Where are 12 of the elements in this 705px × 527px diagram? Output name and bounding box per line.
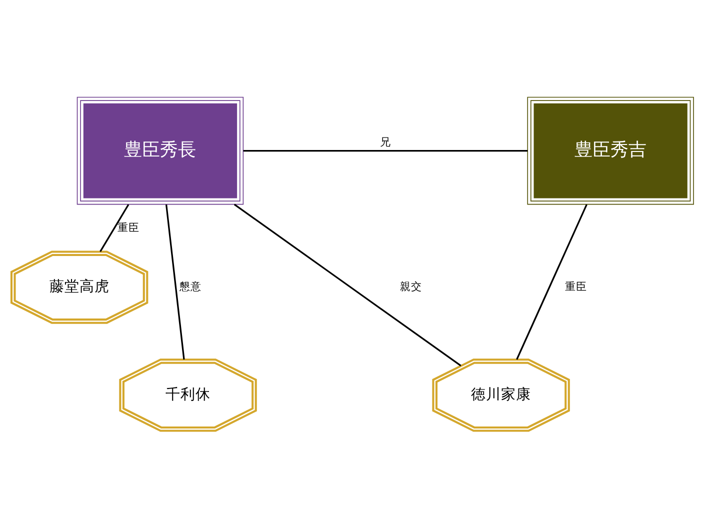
node-box: 豊臣秀吉	[527, 96, 694, 204]
edge-label: 重臣	[565, 280, 588, 293]
edge-label: 懇意	[179, 280, 202, 293]
edge-label: 兄	[380, 134, 391, 148]
connector	[516, 204, 588, 360]
connector	[165, 204, 185, 360]
node-box: 豊臣秀長	[76, 96, 244, 204]
edge-label: 親交	[400, 280, 422, 293]
connector	[100, 204, 130, 252]
connector	[234, 203, 462, 366]
connector	[243, 149, 528, 152]
edge-label: 重臣	[117, 220, 140, 234]
